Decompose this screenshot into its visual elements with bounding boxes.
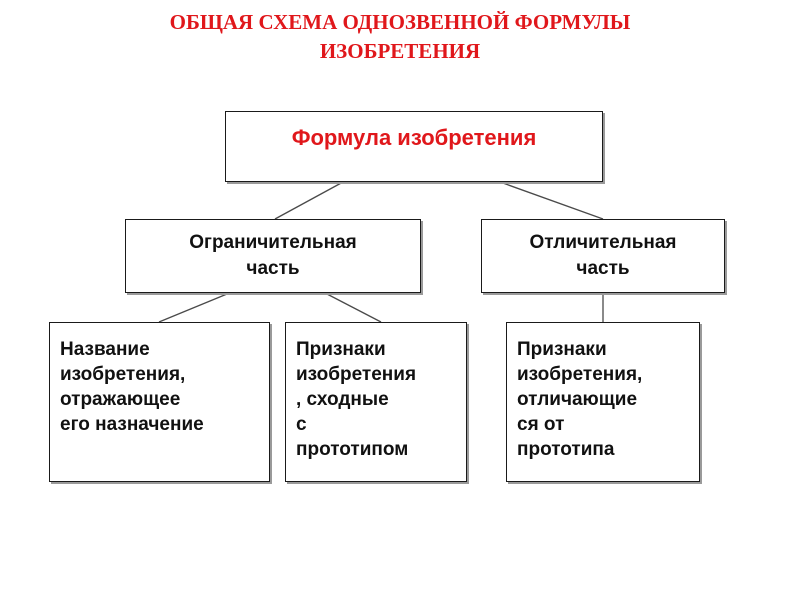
leaf-box-common-features: Признаки изобретения , сходные с прототи… (285, 322, 467, 482)
leaf-1-line: отражающее (60, 389, 181, 410)
limiting-part-line-2: часть (246, 258, 300, 279)
leaf-3-line: ся от (517, 414, 565, 435)
leaf-box-distinctive-features: Признаки изобретения, отличающие ся от п… (506, 322, 700, 482)
leaf-3-line: отличающие (517, 389, 638, 410)
leaf-2-line: прототипом (296, 439, 409, 460)
leaf-2-line: Признаки (296, 339, 386, 360)
distinctive-part-line-1: Отличительная (529, 232, 677, 253)
limiting-part-box: Ограничительная часть (125, 219, 421, 293)
connector-limiting-to-leaf-1 (158, 293, 228, 323)
leaf-3-line: прототипа (517, 439, 615, 460)
leaf-2-line: , сходные (296, 389, 389, 410)
leaf-3-line: Признаки (517, 339, 607, 360)
leaf-2-line: изобретения (296, 364, 417, 385)
leaf-1-line: его назначение (60, 414, 204, 435)
formula-root-label: Формула изобретения (291, 125, 537, 150)
slide-title-line-1: ОБЩАЯ СХЕМА ОДНОЗВЕННОЙ ФОРМУЛЫ (169, 10, 631, 34)
leaf-3-line: изобретения, (517, 364, 643, 385)
leaf-1-line: Название (60, 339, 150, 360)
distinctive-part-box: Отличительная часть (481, 219, 725, 293)
leaf-box-name-of-invention: Название изобретения, отражающее его наз… (49, 322, 270, 482)
limiting-part-line-1: Ограничительная (189, 232, 357, 253)
leaf-1-line: изобретения, (60, 364, 186, 385)
slide-title-line-2: ИЗОБРЕТЕНИЯ (319, 39, 481, 63)
connector-limiting-to-leaf-2 (326, 293, 382, 323)
slide-title: ОБЩАЯ СХЕМА ОДНОЗВЕННОЙ ФОРМУЛЫ ИЗОБРЕТЕ… (90, 8, 710, 66)
leaf-2-line: с (296, 414, 307, 435)
connector-root-to-limiting (274, 181, 344, 220)
formula-root-box: Формула изобретения (225, 111, 603, 182)
connector-root-to-distinctive (499, 181, 604, 220)
distinctive-part-line-2: часть (576, 258, 630, 279)
